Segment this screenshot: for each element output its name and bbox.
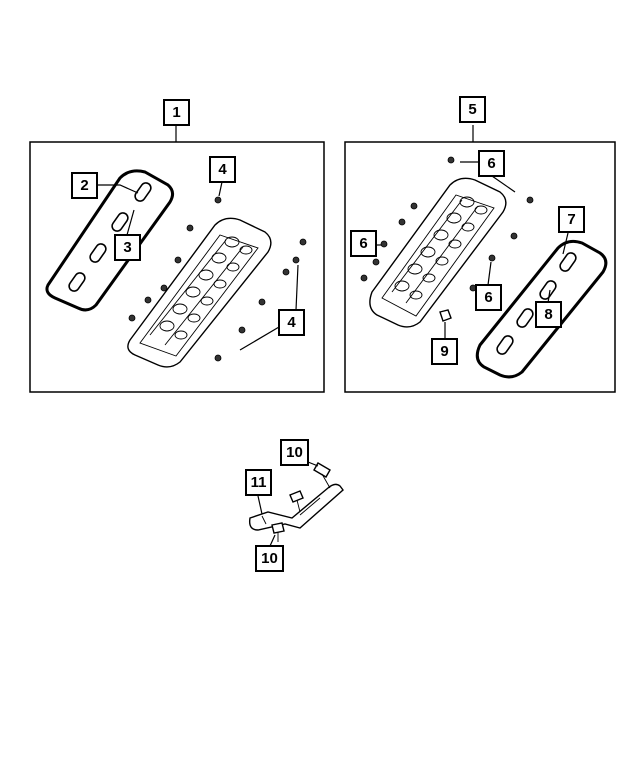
callout-5: 5 [459,96,486,123]
callout-11: 11 [245,469,272,496]
leader-10a [307,461,319,467]
svg-text:10: 10 [261,550,278,567]
leader-6a-2 [491,175,516,193]
callout-1: 1 [163,99,190,126]
svg-text:9: 9 [440,343,448,360]
callout-6b: 6 [350,230,377,257]
callout-3: 3 [114,234,141,261]
leader-7 [562,232,569,255]
callout-10a: 10 [280,439,309,466]
svg-text:11: 11 [251,474,267,491]
svg-text:6: 6 [487,155,495,172]
svg-text:7: 7 [567,211,575,228]
leader-11 [257,495,263,515]
bracket-icon [248,483,344,531]
svg-text:1: 1 [172,104,180,121]
leader-4b-2 [239,326,280,351]
valve-cover-left-icon [127,217,272,368]
svg-text:4: 4 [287,314,296,331]
leader-8 [547,289,551,304]
callout-8: 8 [535,301,562,328]
callout-4a: 4 [209,156,236,183]
callout-6c: 6 [475,284,502,311]
gasket-left-icon [45,169,175,312]
leader-6c [487,261,492,286]
leader-4a [218,181,223,197]
callout-10b: 10 [255,545,284,572]
leader-10b [269,534,276,547]
leader-4b-1 [295,264,299,311]
callout-7: 7 [558,206,585,233]
svg-text:8: 8 [544,306,552,323]
leader-2 [97,184,139,194]
callout-2: 2 [71,172,98,199]
bracket-bolts-icon [271,462,331,542]
cover-bolts-left-icon [128,196,307,362]
valve-cover-right-icon [369,177,507,328]
svg-text:6: 6 [359,235,367,252]
svg-text:3: 3 [123,239,131,256]
callout-4b: 4 [278,309,305,336]
left-assembly-frame [29,141,325,393]
svg-text:4: 4 [218,161,227,178]
right-assembly-frame [344,141,616,393]
svg-text:5: 5 [468,101,476,118]
svg-text:10: 10 [286,444,303,461]
callout-6a: 6 [478,150,505,177]
cover-bolts-right-icon [360,156,534,292]
stud-nut-icon [439,309,452,322]
svg-text:6: 6 [484,289,492,306]
callout-9: 9 [431,338,458,365]
svg-text:2: 2 [80,177,88,194]
leader-3 [126,209,135,236]
